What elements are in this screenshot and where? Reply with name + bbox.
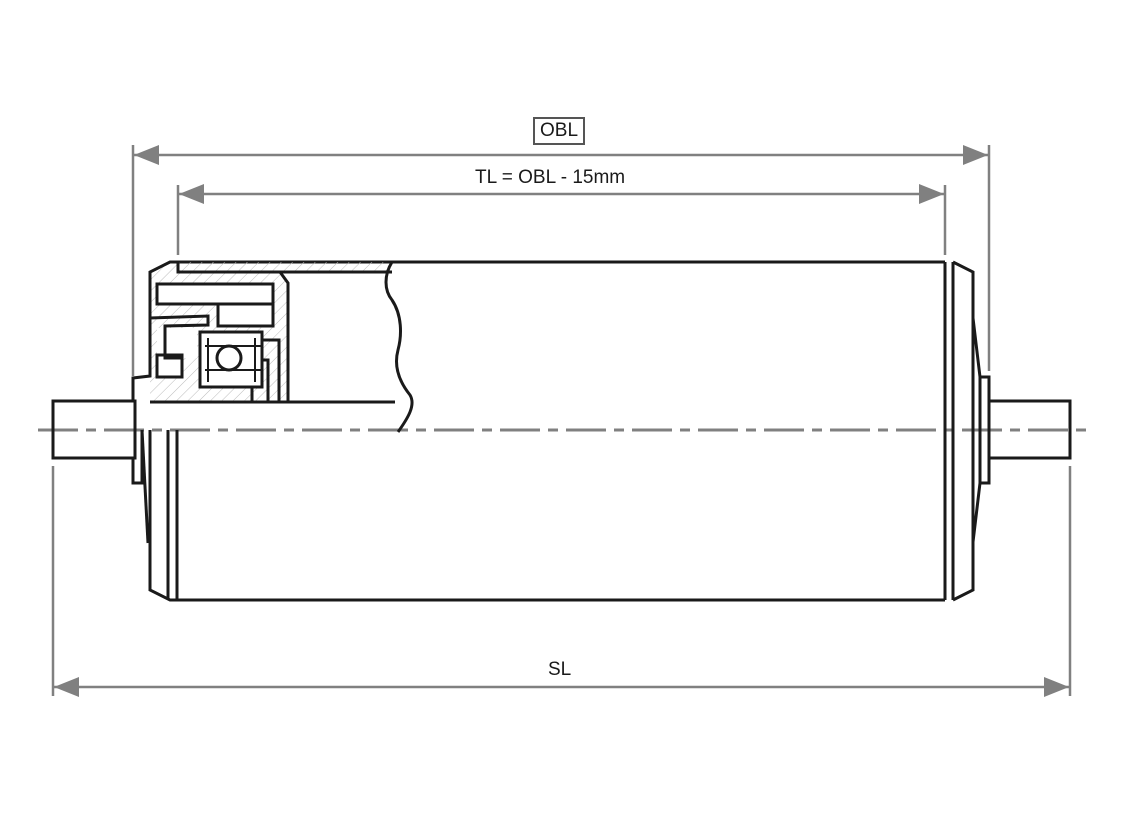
tl-label: TL = OBL - 15mm (475, 167, 626, 188)
left-shaft (51, 399, 137, 460)
break-line (384, 261, 414, 433)
obl-label: OBL (533, 117, 586, 145)
left-cap-taper (140, 429, 150, 544)
right-flange (978, 375, 991, 485)
bearing-section (131, 260, 392, 402)
ball-icon (215, 344, 243, 372)
sl-label: SL (548, 659, 572, 680)
left-end-cap-lower (148, 430, 178, 602)
right-end-cap (952, 260, 975, 602)
